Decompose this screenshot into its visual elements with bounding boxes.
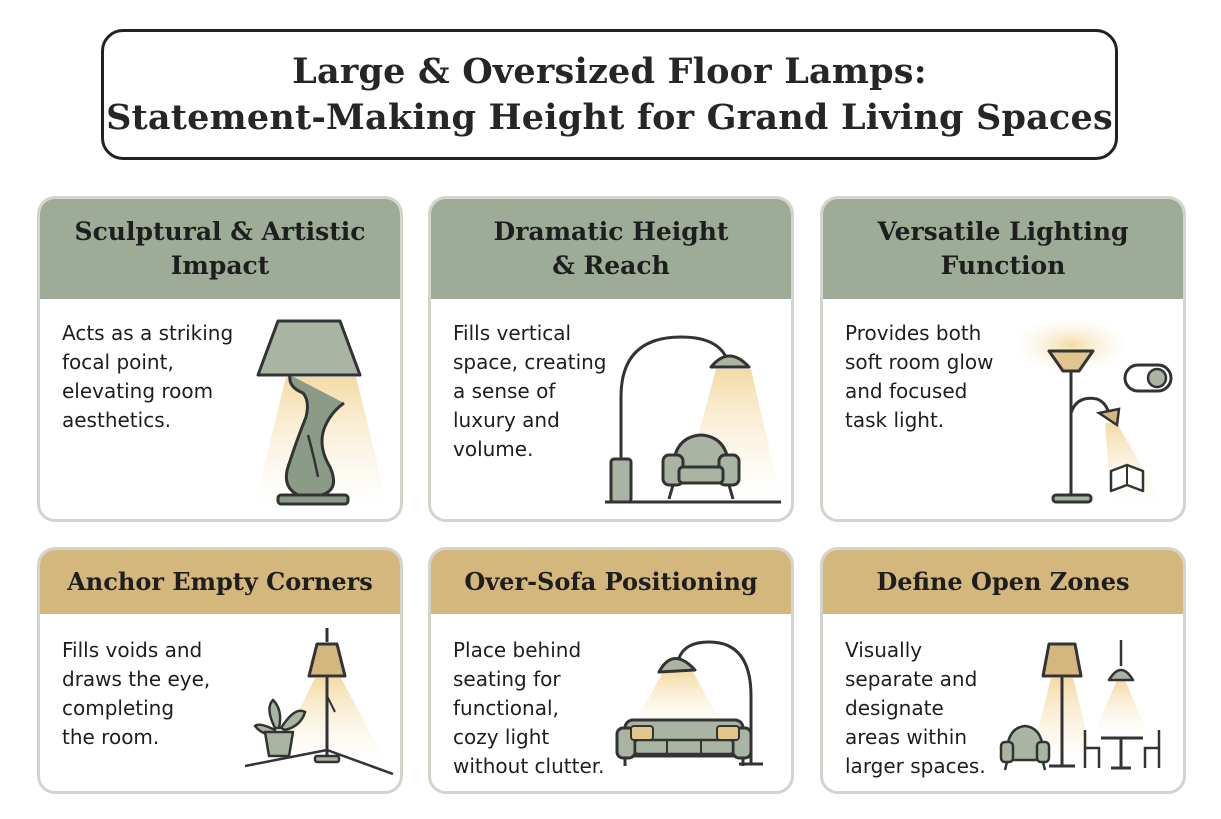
card-heading-line: Over-Sofa Positioning (464, 567, 758, 596)
card-description: Fills voids and draws the eye, completin… (62, 636, 210, 752)
card-heading-line: Versatile Lighting (877, 217, 1129, 246)
card-description: Acts as a striking focal point, elevatin… (62, 319, 233, 435)
description-line: larger spaces. (845, 754, 986, 778)
description-line: functional, (453, 696, 559, 720)
description-line: designate (845, 696, 944, 720)
zoned-room-icon (999, 640, 1161, 771)
card-description: Fills vertical space, creating a sense o… (453, 319, 607, 464)
description-line: areas within (845, 725, 968, 749)
description-line: Acts as a striking (62, 321, 234, 345)
card-heading-line: & Reach (552, 251, 670, 280)
description-line: and focused (845, 379, 968, 403)
description-line: focal point, (62, 350, 174, 374)
description-line: completing (62, 696, 175, 720)
description-line: Place behind (453, 638, 582, 662)
description-line: seating for (453, 667, 561, 691)
description-line: volume. (453, 437, 534, 461)
card-heading-line: Anchor Empty Corners (67, 567, 373, 596)
page-title-line-2: Statement-Making Height for Grand Living… (106, 96, 1113, 138)
card-heading-line: Dramatic Height (493, 217, 729, 246)
card-define-zones: Define Open Zones Visually separate and … (820, 547, 1186, 794)
card-over-sofa: Over-Sofa Positioning Place behind seati… (428, 547, 794, 794)
card-heading-line: Define Open Zones (876, 567, 1130, 596)
card-description: Place behind seating for functional, coz… (453, 636, 605, 781)
description-line: Fills vertical (453, 321, 572, 345)
arc-lamp-sofa-icon (615, 640, 763, 766)
description-line: Visually (845, 638, 923, 662)
description-line: draws the eye, (62, 667, 211, 691)
card-heading-line: Impact (170, 251, 270, 280)
card-heading: Versatile Lighting Function (823, 199, 1183, 299)
description-line: Fills voids and (62, 638, 203, 662)
description-line: luxury and (453, 408, 560, 432)
card-heading: Define Open Zones (823, 550, 1183, 614)
sculptural-table-lamp-icon (254, 319, 388, 507)
arc-lamp-armchair-icon (605, 335, 781, 504)
description-line: a sense of (453, 379, 556, 403)
description-line: soft room glow (845, 350, 994, 374)
description-line: space, creating (453, 350, 607, 374)
description-line: the room. (62, 725, 160, 749)
card-heading: Anchor Empty Corners (40, 550, 400, 614)
card-sculptural-impact: Sculptural & Artistic Impact Acts as a s… (37, 196, 403, 522)
description-line: elevating room (62, 379, 214, 403)
torchiere-reading-lamp-icon (1013, 317, 1173, 505)
card-versatile-function: Versatile Lighting Function Provides bot… (820, 196, 1186, 522)
description-line: Provides both (845, 321, 982, 345)
description-line: cozy light (453, 725, 550, 749)
card-heading-line: Function (940, 251, 1066, 280)
card-description: Visually separate and designate areas wi… (845, 636, 986, 781)
card-dramatic-height: Dramatic Height & Reach Fills vertical s… (428, 196, 794, 522)
card-heading: Sculptural & Artistic Impact (40, 199, 400, 299)
card-heading: Over-Sofa Positioning (431, 550, 791, 614)
description-line: task light. (845, 408, 945, 432)
card-heading: Dramatic Height & Reach (431, 199, 791, 299)
corner-lamp-plant-icon (245, 628, 394, 776)
description-line: aesthetics. (62, 408, 171, 432)
description-line: without clutter. (453, 754, 605, 778)
page-title-line-1: Large & Oversized Floor Lamps: (292, 50, 927, 92)
card-description: Provides both soft room glow and focused… (845, 319, 994, 435)
card-anchor-corners: Anchor Empty Corners Fills voids and dra… (37, 547, 403, 794)
card-heading-line: Sculptural & Artistic (74, 217, 366, 246)
title-banner: Large & Oversized Floor Lamps: Statement… (101, 29, 1118, 160)
description-line: separate and (845, 667, 978, 691)
